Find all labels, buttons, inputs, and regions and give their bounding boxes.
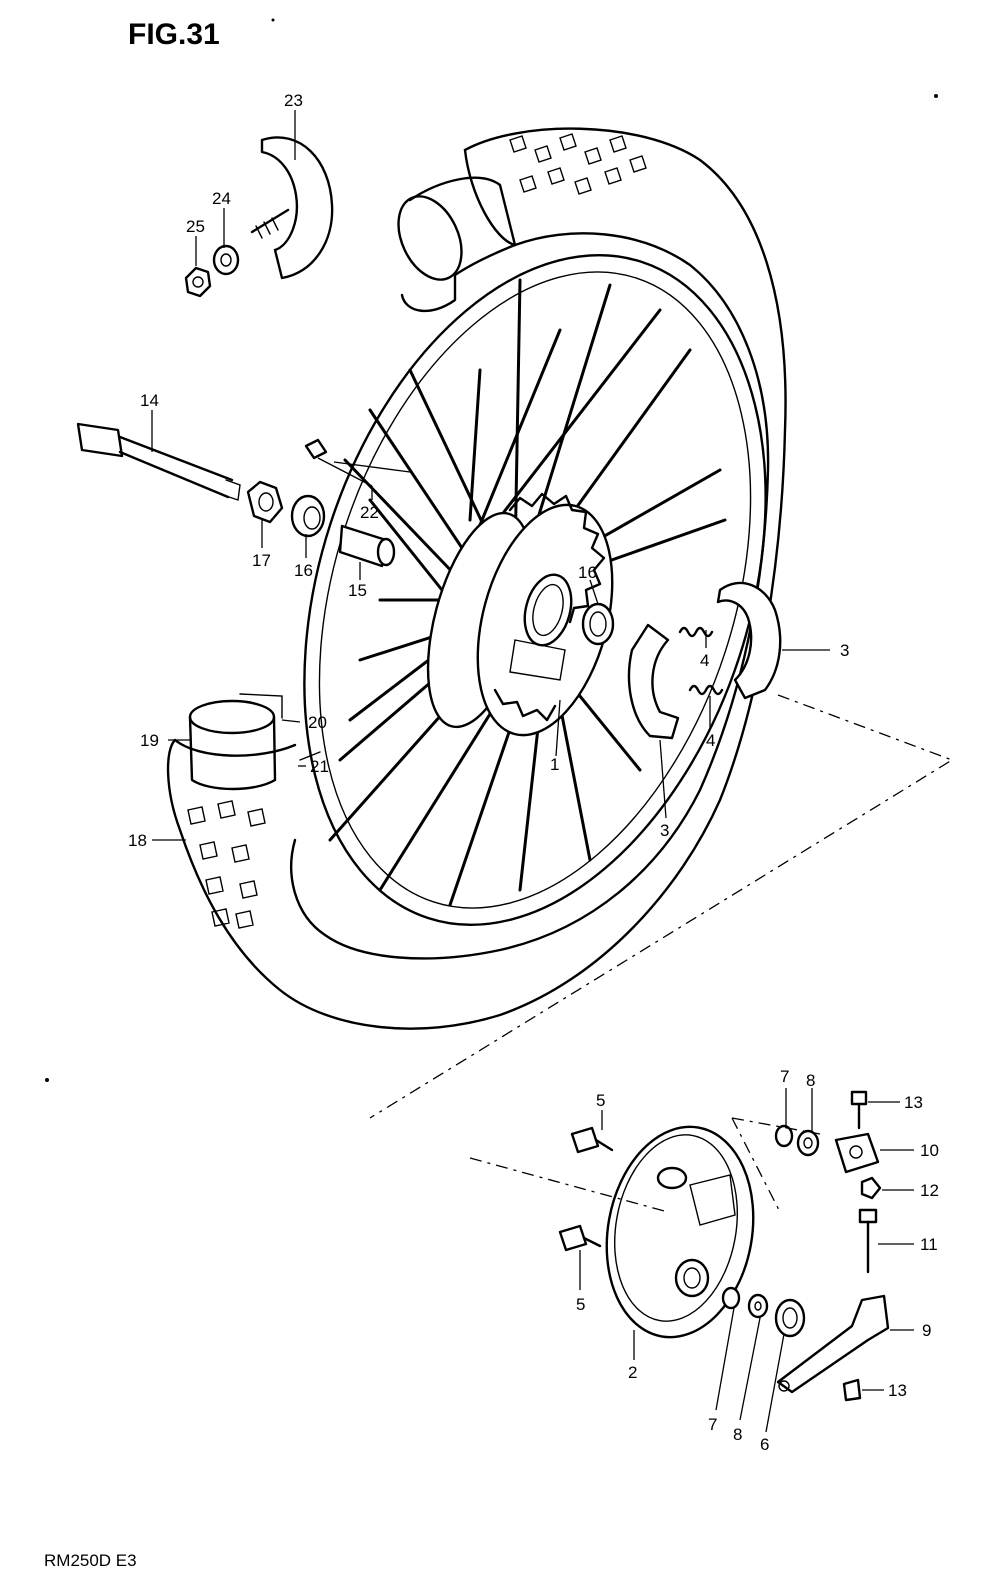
brake-shoe-lower bbox=[627, 623, 680, 740]
callout-17: 17 bbox=[252, 551, 271, 570]
callout-25: 25 bbox=[186, 217, 205, 236]
tube bbox=[188, 693, 283, 791]
nut-25 bbox=[184, 266, 212, 298]
callout-20: 20 bbox=[308, 713, 327, 732]
leader-lines bbox=[151, 110, 914, 1433]
washer-8-upper bbox=[796, 1129, 820, 1157]
callout-11: 11 bbox=[920, 1235, 938, 1254]
cam-lever bbox=[776, 1294, 890, 1394]
tube-top bbox=[397, 176, 517, 313]
callout-8: 8 bbox=[806, 1071, 815, 1090]
callout-7: 7 bbox=[708, 1415, 717, 1434]
callout-19: 19 bbox=[140, 731, 159, 750]
wheel-assembly bbox=[166, 127, 787, 1030]
callout-22: 22 bbox=[360, 503, 379, 522]
callout-13: 13 bbox=[904, 1093, 923, 1112]
bolt-13-lower bbox=[842, 1378, 862, 1402]
callout-3: 3 bbox=[660, 821, 669, 840]
brake-spring-upper bbox=[678, 626, 714, 638]
bolt-13-upper bbox=[850, 1090, 868, 1130]
bearing-left bbox=[290, 494, 326, 538]
callout-4: 4 bbox=[706, 731, 715, 750]
callout-6: 6 bbox=[760, 1435, 769, 1454]
axle-collar bbox=[246, 480, 284, 524]
washer-7-upper bbox=[774, 1124, 794, 1148]
washer-24 bbox=[212, 244, 240, 276]
cable-adjuster bbox=[834, 1132, 880, 1174]
brake-shoe-upper bbox=[716, 581, 782, 700]
callout-14: 14 bbox=[140, 391, 159, 410]
washer-8-lower bbox=[747, 1293, 769, 1319]
callout-21: 21 bbox=[310, 757, 329, 776]
callout-3: 3 bbox=[840, 641, 849, 660]
callout-9: 9 bbox=[922, 1321, 931, 1340]
callout-12: 12 bbox=[920, 1181, 939, 1200]
callout-5: 5 bbox=[596, 1091, 605, 1110]
callout-5: 5 bbox=[576, 1295, 585, 1314]
stud-bolt-upper bbox=[570, 1126, 614, 1154]
hub bbox=[426, 492, 614, 737]
stud-bolt-lower bbox=[558, 1224, 602, 1252]
callout-16: 16 bbox=[294, 561, 313, 580]
spoke-nipple bbox=[304, 438, 328, 460]
hub-bearing-right bbox=[581, 602, 615, 646]
callout-18: 18 bbox=[128, 831, 147, 850]
callout-10: 10 bbox=[920, 1141, 939, 1160]
oil-seal bbox=[774, 1298, 806, 1338]
callout-2: 2 bbox=[628, 1363, 637, 1382]
tire bbox=[166, 127, 787, 1030]
axle bbox=[76, 422, 241, 501]
callout-24: 24 bbox=[212, 189, 231, 208]
callout-23: 23 bbox=[284, 91, 303, 110]
callout-7: 7 bbox=[780, 1067, 789, 1086]
brake-spring-lower bbox=[688, 684, 724, 696]
callouts: 1 2 3 3 4 4 5 5 6 7 7 8 8 9 10 11 12 13 … bbox=[128, 91, 939, 1454]
callout-15: 15 bbox=[348, 581, 367, 600]
scan-specks bbox=[45, 18, 938, 1082]
callout-4: 4 bbox=[700, 651, 709, 670]
rim-band bbox=[299, 751, 321, 761]
model-code: RM250D E3 bbox=[44, 1551, 137, 1570]
callout-1: 1 bbox=[550, 755, 559, 774]
centerlines bbox=[369, 694, 954, 1213]
hub-spacer bbox=[338, 524, 396, 568]
bolt-11 bbox=[858, 1208, 878, 1274]
callout-13: 13 bbox=[888, 1381, 907, 1400]
rim-protector bbox=[250, 136, 334, 280]
figure-title: FIG.31 bbox=[128, 18, 220, 51]
nut-12 bbox=[860, 1176, 882, 1200]
washer-7-lower bbox=[721, 1286, 741, 1310]
callout-8: 8 bbox=[733, 1425, 742, 1444]
callout-16: 16 bbox=[578, 563, 597, 582]
brake-panel bbox=[605, 1125, 755, 1339]
